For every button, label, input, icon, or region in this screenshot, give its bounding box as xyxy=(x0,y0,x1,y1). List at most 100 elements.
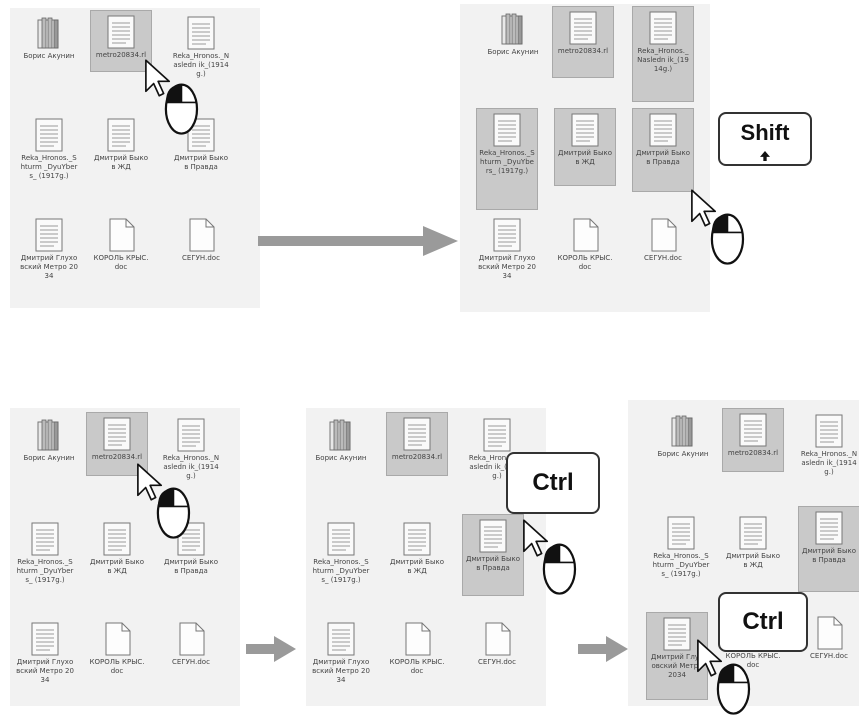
folder-icon xyxy=(37,419,59,451)
file-label: КОРОЛЬ КРЫС.doc xyxy=(725,652,781,669)
file-label: КОРОЛЬ КРЫС.doc xyxy=(89,658,145,675)
file-reka-shturm[interactable]: Reka_Hronos._Shturm _DyuYbers_ (1917g.) xyxy=(476,108,538,210)
file-reka-nasled[interactable]: Reka_Hronos._Nasledn ik_(1914g.) xyxy=(160,414,222,481)
document-icon xyxy=(35,118,63,152)
ctrl-key: Ctrl xyxy=(718,592,808,652)
file-bykov-zhd[interactable]: Дмитрий Быков ЖД xyxy=(86,518,148,576)
document-icon xyxy=(739,516,767,550)
file-label: Борис Акунин xyxy=(487,48,539,56)
file-reka-nasled[interactable]: Reka_Hronos._Nasledn ik_(1914g.) xyxy=(466,414,528,481)
document-icon xyxy=(187,16,215,50)
file-label: Дмитрий Быков ЖД xyxy=(94,154,148,171)
file-korol[interactable]: КОРОЛЬ КРЫС.doc xyxy=(722,612,784,670)
file-reka-nasled[interactable]: Reka_Hronos._Nasledn ik_(1914g.) xyxy=(798,410,859,477)
file-label: Борис Акунин xyxy=(23,52,75,60)
file-reka-nasled[interactable]: Reka_Hronos._Nasledn ik_(1914g.) xyxy=(170,12,232,79)
file-sergyn[interactable]: СЕГУН.doc xyxy=(170,214,232,263)
document-icon xyxy=(107,15,135,49)
file-bykov-pravda[interactable]: Дмитрий Быков Правда xyxy=(632,108,694,192)
file-label: metro20834.rl xyxy=(91,453,143,461)
file-glukhovsky[interactable]: Дмитрий Глуховский Метро 2034 xyxy=(14,618,76,685)
file-label: metro20834.rl xyxy=(727,449,779,457)
file-sergyn[interactable]: СЕГУН.doc xyxy=(798,612,859,661)
file-metro[interactable]: metro20834.rl xyxy=(386,412,448,476)
shift-key-label: Shift xyxy=(740,120,790,145)
file-label: Борис Акунин xyxy=(657,450,709,458)
file-reka-nasled[interactable]: Reka_Hronos._Nasledn ik_(1914g.) xyxy=(632,6,694,102)
file-bykov-zhd[interactable]: Дмитрий Быков ЖД xyxy=(386,518,448,576)
document-icon xyxy=(649,11,677,45)
file-reka-shturm[interactable]: Reka_Hronos._Shturm _DyuYbers_ (1917g.) xyxy=(14,518,76,585)
document-icon xyxy=(815,414,843,448)
document-icon xyxy=(571,113,599,147)
folder-icon xyxy=(671,415,693,447)
document-icon xyxy=(31,622,59,656)
file-label: Дмитрий Глуховский Метро 2034 xyxy=(650,653,704,679)
file-label: metro20834.rl xyxy=(391,453,443,461)
file-korol[interactable]: КОРОЛЬ КРЫС.doc xyxy=(554,214,616,272)
document-icon xyxy=(651,218,677,252)
document-icon xyxy=(31,522,59,556)
document-icon xyxy=(179,622,205,656)
file-sergyn[interactable]: СЕГУН.doc xyxy=(466,618,528,667)
mouse-pointer-icon xyxy=(690,189,745,265)
file-label: Дмитрий Быков Правда xyxy=(174,154,228,171)
file-bykov-pravda[interactable]: Дмитрий Быков Правда xyxy=(170,114,232,172)
ctrl-key: Ctrl xyxy=(506,452,600,514)
file-bykov-pravda[interactable]: Дмитрий Быков Правда xyxy=(462,514,524,596)
file-label: Дмитрий Быков Правда xyxy=(164,558,218,575)
document-icon xyxy=(493,218,521,252)
file-label: Reka_Hronos._Shturm _DyuYbers_ (1917g.) xyxy=(16,558,74,584)
file-label: КОРОЛЬ КРЫС.doc xyxy=(93,254,149,271)
file-label: Дмитрий Быков Правда xyxy=(466,555,520,572)
ctrl-key-label: Ctrl xyxy=(742,608,784,635)
file-reka-shturm[interactable]: Reka_Hronos._Shturm _DyuYbers_ (1917g.) xyxy=(310,518,372,585)
file-sergyn[interactable]: СЕГУН.doc xyxy=(632,214,694,263)
file-korol[interactable]: КОРОЛЬ КРЫС.doc xyxy=(386,618,448,676)
document-icon xyxy=(483,418,511,452)
file-boris-folder[interactable]: Борис Акунин xyxy=(482,8,544,57)
file-metro[interactable]: metro20834.rl xyxy=(722,408,784,472)
file-korol[interactable]: КОРОЛЬ КРЫС.doc xyxy=(86,618,148,676)
file-metro[interactable]: metro20834.rl xyxy=(90,10,152,72)
file-sergyn[interactable]: СЕГУН.doc xyxy=(160,618,222,667)
document-icon xyxy=(573,218,599,252)
ctrl-key-label: Ctrl xyxy=(532,469,574,496)
file-label: Дмитрий Быков ЖД xyxy=(390,558,444,575)
file-bykov-zhd[interactable]: Дмитрий Быков ЖД xyxy=(90,114,152,172)
file-label: Борис Акунин xyxy=(315,454,367,462)
file-boris-folder[interactable]: Борис Акунин xyxy=(18,12,80,61)
file-label: metro20834.rl xyxy=(95,51,147,59)
up-arrow-icon xyxy=(760,151,770,161)
file-label: Reka_Hronos._Shturm _DyuYbers_ (1917g.) xyxy=(312,558,370,584)
file-boris-folder[interactable]: Борис Акунин xyxy=(652,410,714,459)
file-boris-folder[interactable]: Борис Акунин xyxy=(18,414,80,463)
file-bykov-zhd[interactable]: Дмитрий Быков ЖД xyxy=(554,108,616,186)
file-bykov-pravda[interactable]: Дмитрий Быков Правда xyxy=(798,506,859,592)
file-reka-shturm[interactable]: Reka_Hronos._Shturm _DyuYbers_ (1917g.) xyxy=(18,114,80,181)
file-glukhovsky[interactable]: Дмитрий Глуховский Метро 2034 xyxy=(310,618,372,685)
document-icon xyxy=(649,113,677,147)
document-icon xyxy=(493,113,521,147)
file-boris-folder[interactable]: Борис Акунин xyxy=(310,414,372,463)
document-icon xyxy=(327,522,355,556)
file-glukhovsky[interactable]: Дмитрий Глуховский Метро 2034 xyxy=(646,612,708,700)
explorer-panel-2: Борис Акунин metro20834.rl Reka_Hronos._… xyxy=(460,4,745,312)
file-label: Борис Акунин xyxy=(23,454,75,462)
file-bykov-pravda[interactable]: Дмитрий Быков Правда xyxy=(160,518,222,576)
mouse-pointer-icon xyxy=(136,463,191,539)
file-korol[interactable]: КОРОЛЬ КРЫС.doc xyxy=(90,214,152,272)
file-metro[interactable]: metro20834.rl xyxy=(552,6,614,78)
file-label: Дмитрий Быков Правда xyxy=(636,149,690,166)
file-label: Reka_Hronos._Nasledn ik_(1914g.) xyxy=(468,454,526,480)
file-label: Дмитрий Глуховский Метро 2034 xyxy=(20,254,78,280)
file-label: КОРОЛЬ КРЫС.doc xyxy=(389,658,445,675)
document-icon xyxy=(485,622,511,656)
file-glukhovsky[interactable]: Дмитрий Глуховский Метро 2034 xyxy=(18,214,80,281)
document-icon xyxy=(405,622,431,656)
document-icon xyxy=(327,622,355,656)
document-icon xyxy=(815,511,843,545)
file-bykov-zhd[interactable]: Дмитрий Быков ЖД xyxy=(722,512,784,570)
file-reka-shturm[interactable]: Reka_Hronos._Shturm _DyuYbers_ (1917g.) xyxy=(650,512,712,579)
file-glukhovsky[interactable]: Дмитрий Глуховский Метро 2034 xyxy=(476,214,538,281)
